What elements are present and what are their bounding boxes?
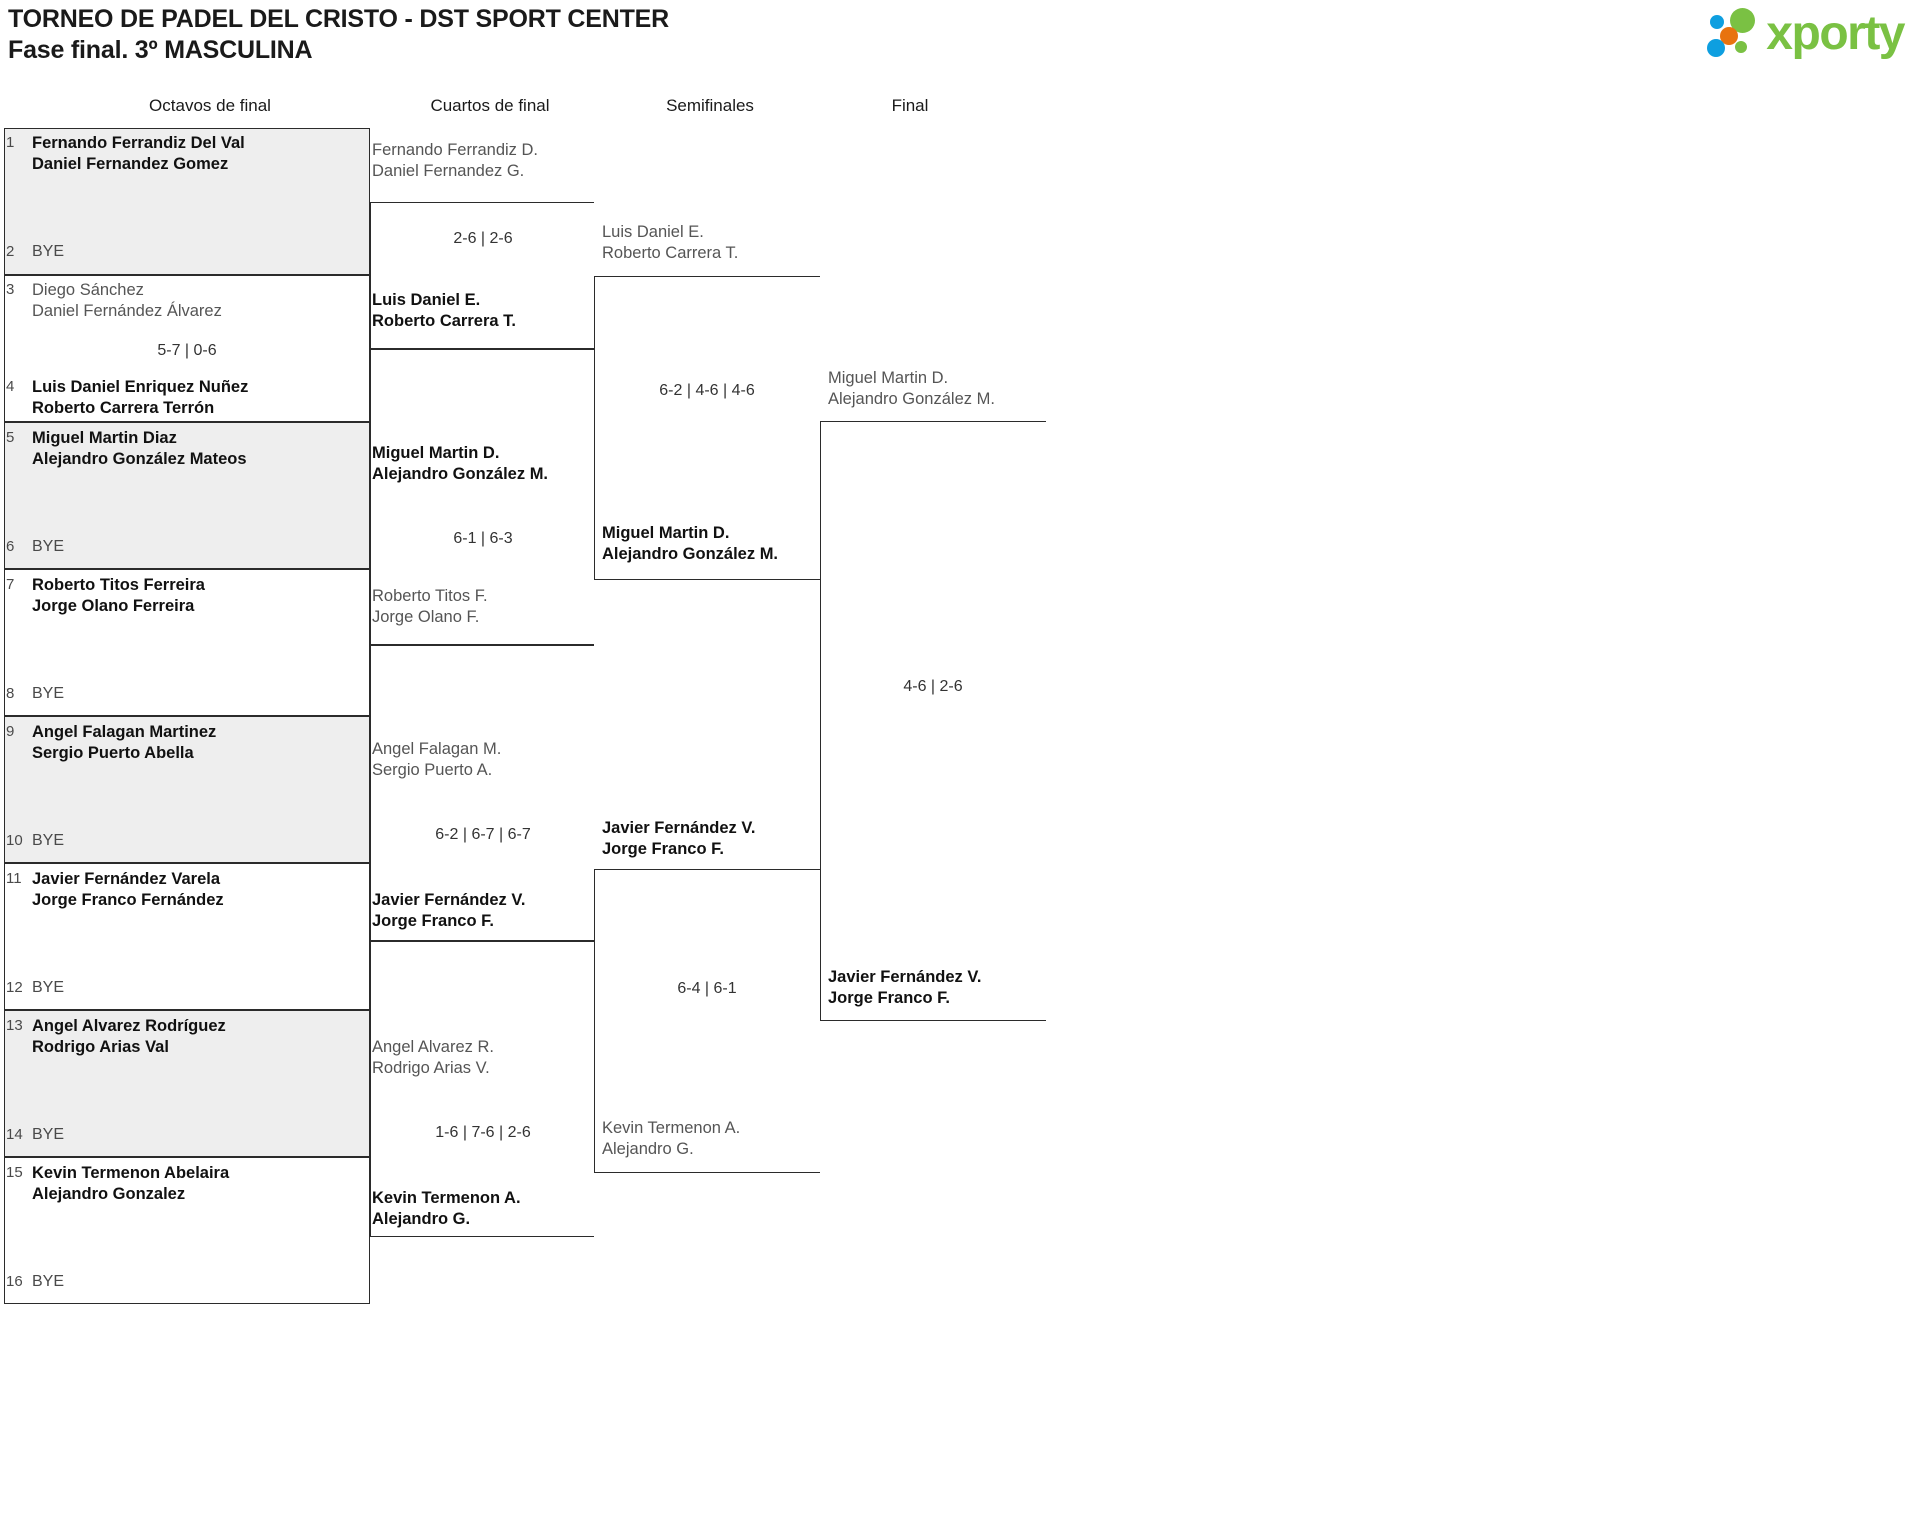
seed-number: 4 xyxy=(6,378,15,395)
logo-dot-green-small-icon xyxy=(1735,41,1748,53)
r3-match-2-score: 6-4 | 6-1 xyxy=(677,980,737,997)
seed-number: 8 xyxy=(6,685,15,702)
seed-number: 1 xyxy=(6,134,15,151)
tournament-subtitle: Fase final. 3º MASCULINA xyxy=(8,36,313,65)
r2-match-1-score: 2-6 | 2-6 xyxy=(453,230,513,247)
r3-match-1-score: 6-2 | 4-6 | 4-6 xyxy=(659,382,755,399)
r1-match-5[interactable] xyxy=(4,716,370,863)
team-names: BYE xyxy=(32,1273,65,1290)
r2-match-4-score: 1-6 | 7-6 | 2-6 xyxy=(435,1124,531,1141)
r1-match-3[interactable] xyxy=(4,422,370,569)
round-header-cuartos: Cuartos de final xyxy=(430,96,550,115)
r2-match-2-score: 6-1 | 6-3 xyxy=(453,530,513,547)
seed-number: 12 xyxy=(6,979,23,996)
r1-match-3-bottom-team[interactable]: 6 BYE xyxy=(6,537,1914,557)
r1-match-6[interactable] xyxy=(4,863,370,1010)
r4-match-1-bottom-team[interactable]: Javier Fernández V.Jorge Franco F. xyxy=(828,968,982,1008)
r1-match-7-bottom-team[interactable]: 14 BYE xyxy=(6,1125,1914,1145)
r1-match-1-bottom-team[interactable]: 2 BYE xyxy=(6,242,1914,262)
r3-match-1-bottom-team[interactable]: Miguel Martin D.Alejandro González M. xyxy=(602,524,779,564)
team-names: BYE xyxy=(32,685,65,702)
team-names: BYE xyxy=(32,243,65,260)
seed-number: 11 xyxy=(6,870,22,887)
r4-match-1-top-team[interactable]: Miguel Martin D.Alejandro González M. xyxy=(828,369,995,409)
logo-wordmark: xporty xyxy=(1766,7,1905,60)
r1-match-4[interactable] xyxy=(4,569,370,716)
r3-match-2-top-team[interactable]: Javier Fernández V.Jorge Franco F. xyxy=(602,819,756,859)
team-names: BYE xyxy=(32,832,65,849)
seed-number: 13 xyxy=(6,1017,23,1034)
r1-match-7[interactable] xyxy=(4,1010,370,1157)
r1-match-2[interactable] xyxy=(4,275,370,422)
team-names: BYE xyxy=(32,979,65,996)
r1-match-2-score: 5-7 | 0-6 xyxy=(157,342,217,359)
r1-match-8[interactable] xyxy=(4,1157,370,1304)
xporty-logo: xporty xyxy=(1706,6,1905,60)
round-header-semis: Semifinales xyxy=(666,96,754,115)
seed-number: 10 xyxy=(6,832,23,849)
seed-number: 15 xyxy=(6,1164,23,1181)
r2-match-1-top-team[interactable]: Fernando Ferrandiz D.Daniel Fernandez G. xyxy=(372,141,538,181)
r1-match-8-bottom-team[interactable]: 16 BYE xyxy=(6,1272,1914,1292)
seed-number: 9 xyxy=(6,723,15,740)
seed-number: 5 xyxy=(6,429,15,446)
round-header-final: Final xyxy=(891,96,929,115)
r2-match-4-top-team[interactable]: Angel Alvarez R.Rodrigo Arias V. xyxy=(372,1038,494,1078)
r2-match-4-bottom-team[interactable]: Kevin Termenon A.Alejandro G. xyxy=(372,1189,521,1229)
seed-number: 7 xyxy=(6,576,15,593)
seed-number: 2 xyxy=(6,243,15,260)
logo-dots-icon xyxy=(1706,6,1768,58)
tournament-title: TORNEO DE PADEL DEL CRISTO - DST SPORT C… xyxy=(8,5,669,33)
r4-match-1-score: 4-6 | 2-6 xyxy=(903,678,963,695)
seed-number: 14 xyxy=(6,1126,23,1143)
seed-number: 16 xyxy=(6,1273,23,1290)
r2-match-3-score: 6-2 | 6-7 | 6-7 xyxy=(435,826,531,843)
r2-match-1-bottom-team[interactable]: Luis Daniel E.Roberto Carrera T. xyxy=(372,291,516,331)
page-title: TORNEO DE PADEL DEL CRISTO - DST SPORT C… xyxy=(8,4,669,67)
r2-match-3-top-team[interactable]: Angel Falagan M.Sergio Puerto A. xyxy=(372,740,502,780)
seed-number: 3 xyxy=(6,281,15,298)
seed-number: 6 xyxy=(6,538,15,555)
r2-match-2-bottom-team[interactable]: Roberto Titos F.Jorge Olano F. xyxy=(372,587,488,627)
r2-match-3-bottom-team[interactable]: Javier Fernández V.Jorge Franco F. xyxy=(372,891,526,931)
r3-match-1-top-team[interactable]: Luis Daniel E.Roberto Carrera T. xyxy=(602,223,739,263)
r1-match-6-bottom-team[interactable]: 12 BYE xyxy=(6,978,1914,998)
logo-dot-blue-large-icon xyxy=(1707,39,1726,57)
logo-dot-orange-icon xyxy=(1720,27,1739,45)
round-header-octavos: Octavos de final xyxy=(149,96,271,115)
r1-match-1[interactable] xyxy=(4,128,370,275)
r4-match-1-connector xyxy=(820,421,1046,1021)
r1-match-4-bottom-team[interactable]: 8 BYE xyxy=(6,684,1914,704)
r3-match-2-bottom-team[interactable]: Kevin Termenon A.Alejandro G. xyxy=(602,1119,741,1159)
r2-match-2-top-team[interactable]: Miguel Martin D.Alejandro González M. xyxy=(372,444,549,484)
team-names: BYE xyxy=(32,1126,65,1143)
r1-match-5-bottom-team[interactable]: 10 BYE xyxy=(6,831,1914,851)
logo-dot-blue-small-icon xyxy=(1710,15,1725,29)
team-names: BYE xyxy=(32,538,65,555)
